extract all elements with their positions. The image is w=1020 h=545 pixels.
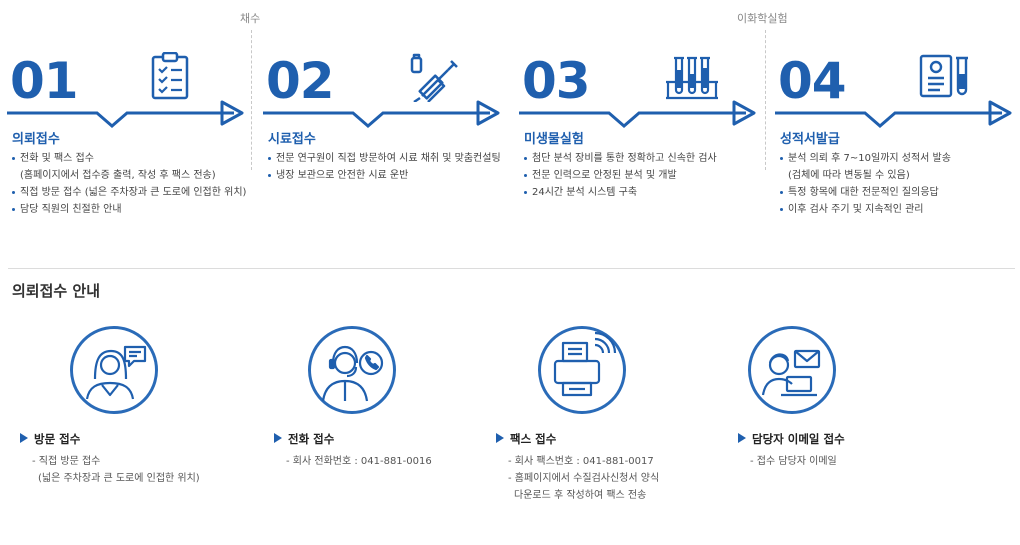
list-item: - 직접 방문 접수 xyxy=(32,453,250,470)
list-item: (홈페이지에서 접수증 출력, 작성 후 팩스 전송) xyxy=(12,167,246,184)
step-02: 02 시료접수 전문 연구원이 직접 방문하여 시료 채취 및 맞춤컨설팅 냉장… xyxy=(258,48,508,268)
contact-email: 담당자 이메일 접수 - 접수 담당자 이메일 xyxy=(738,431,968,470)
contact-fax: 팩스 접수 - 회사 팩스번호 : 041-881-0017 - 홈페이지에서 … xyxy=(496,431,726,504)
triangle-bullet-icon xyxy=(20,433,28,443)
section-title: 의뢰접수 안내 xyxy=(12,280,100,301)
physchem-divider xyxy=(765,30,766,170)
list-item: 냉장 보관으로 안전한 시료 운반 xyxy=(268,167,501,184)
list-item: 다운로드 후 작성하여 팩스 전송 xyxy=(508,487,726,504)
list-item: 24시간 분석 시스템 구축 xyxy=(524,184,717,201)
test-tubes-icon xyxy=(664,54,720,104)
visitor-icon xyxy=(70,326,158,414)
list-item: 특정 항목에 대한 전문적인 질의응답 xyxy=(780,184,951,201)
checklist-icon xyxy=(150,52,190,104)
step-title: 미생물실험 xyxy=(524,128,584,147)
triangle-bullet-icon xyxy=(496,433,504,443)
contact-title: 팩스 접수 xyxy=(510,432,556,446)
list-item: 담당 직원의 친절한 안내 xyxy=(12,201,246,218)
step-title: 의뢰접수 xyxy=(12,128,60,147)
email-icon xyxy=(748,326,836,414)
list-item: - 홈페이지에서 수질검사신청서 양식 xyxy=(508,470,726,487)
step-items: 전화 및 팩스 접수 (홈페이지에서 접수증 출력, 작성 후 팩스 전송) 직… xyxy=(12,150,246,218)
list-item: (검체에 따라 변동될 수 있음) xyxy=(780,167,951,184)
contact-lines: - 회사 팩스번호 : 041-881-0017 - 홈페이지에서 수질검사신청… xyxy=(508,453,726,504)
list-item: 전문 연구원이 직접 방문하여 시료 채취 및 맞춤컨설팅 xyxy=(268,150,501,167)
flow-arrow xyxy=(514,98,764,130)
step-items: 첨단 분석 장비를 통한 정확하고 신속한 검사 전문 인력으로 안정된 분석 … xyxy=(524,150,717,201)
contact-title: 담당자 이메일 접수 xyxy=(752,432,845,446)
contact-visit: 방문 접수 - 직접 방문 접수 (넓은 주차장과 큰 도로에 인접한 위치) xyxy=(20,431,250,487)
contact-lines: - 직접 방문 접수 (넓은 주차장과 큰 도로에 인접한 위치) xyxy=(32,453,250,487)
contact-lines: - 접수 담당자 이메일 xyxy=(750,453,968,470)
flow-arrow xyxy=(770,98,1020,130)
contact-lines: - 회사 전화번호 : 041-881-0016 xyxy=(286,453,504,470)
list-item: - 회사 전화번호 : 041-881-0016 xyxy=(286,453,504,470)
step-title: 시료접수 xyxy=(268,128,316,147)
fax-icon xyxy=(538,326,626,414)
step-04: 04 성적서발급 분석 의뢰 후 7~10일까지 성적서 발송 (검체에 따라 … xyxy=(770,48,1020,268)
contact-title: 전화 접수 xyxy=(288,432,334,446)
triangle-bullet-icon xyxy=(274,433,282,443)
flow-arrow xyxy=(2,98,252,130)
physchem-marker: 이화학실험 xyxy=(737,10,788,26)
list-item: 첨단 분석 장비를 통한 정확하고 신속한 검사 xyxy=(524,150,717,167)
step-title: 성적서발급 xyxy=(780,128,840,147)
flow-arrow xyxy=(258,98,508,130)
list-item: 전문 인력으로 안정된 분석 및 개발 xyxy=(524,167,717,184)
list-item: - 접수 담당자 이메일 xyxy=(750,453,968,470)
contact-title: 방문 접수 xyxy=(34,432,80,446)
contact-phone: 전화 접수 - 회사 전화번호 : 041-881-0016 xyxy=(274,431,504,470)
report-icon xyxy=(918,52,970,104)
step-01: 01 의뢰접수 전화 및 팩스 접수 (홈페이지에서 접수증 출력, 작성 후 … xyxy=(2,48,252,268)
list-item: - 회사 팩스번호 : 041-881-0017 xyxy=(508,453,726,470)
sampling-marker: 채수 xyxy=(240,10,260,26)
list-item: 분석 의뢰 후 7~10일까지 성적서 발송 xyxy=(780,150,951,167)
phone-agent-icon xyxy=(308,326,396,414)
triangle-bullet-icon xyxy=(738,433,746,443)
list-item: (넓은 주차장과 큰 도로에 인접한 위치) xyxy=(32,470,250,487)
step-items: 분석 의뢰 후 7~10일까지 성적서 발송 (검체에 따라 변동될 수 있음)… xyxy=(780,150,951,218)
list-item: 전화 및 팩스 접수 xyxy=(12,150,246,167)
step-items: 전문 연구원이 직접 방문하여 시료 채취 및 맞춤컨설팅 냉장 보관으로 안전… xyxy=(268,150,501,184)
step-03: 03 미생물실험 첨단 분석 장비를 통한 정확하고 신속한 검사 전문 인력으… xyxy=(514,48,764,268)
section-divider xyxy=(8,268,1015,269)
list-item: 이후 검사 주기 및 지속적인 관리 xyxy=(780,201,951,218)
list-item: 직접 방문 접수 (넓은 주차장과 큰 도로에 인접한 위치) xyxy=(12,184,246,201)
